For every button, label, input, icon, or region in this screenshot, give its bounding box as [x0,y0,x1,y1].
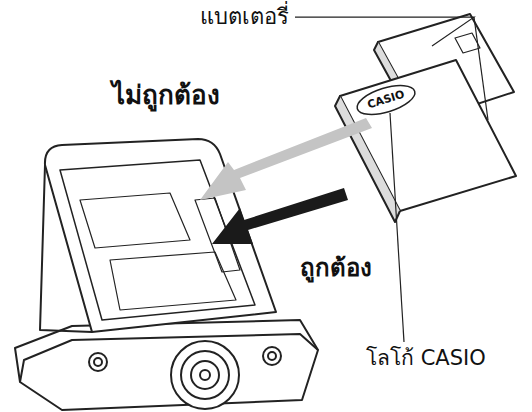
arrow-correct [212,188,348,244]
part-label: โลโก้ CASIO [366,346,486,371]
button [263,347,281,365]
battery-correct [340,60,516,211]
button [268,352,276,360]
camera-base [15,320,318,410]
leader-line [295,17,474,46]
leader-line [390,113,404,342]
control-dial [181,351,229,399]
control-dial [171,341,239,409]
correct-label: ถูกต้อง [300,254,372,283]
lid-side [40,165,92,332]
control-dial [200,370,210,380]
compartment-detail [80,193,190,248]
arrow-wrong [200,118,372,200]
leader-line [474,17,488,120]
wrong-label: ไม่ถูกต้อง [112,80,220,111]
part-label: แบตเตอรี่ [200,4,289,30]
logo-highlight [354,80,418,120]
button [89,353,107,371]
base-edge [20,334,318,382]
button [94,358,102,366]
compartment-detail [110,252,236,310]
control-dial [191,361,219,389]
